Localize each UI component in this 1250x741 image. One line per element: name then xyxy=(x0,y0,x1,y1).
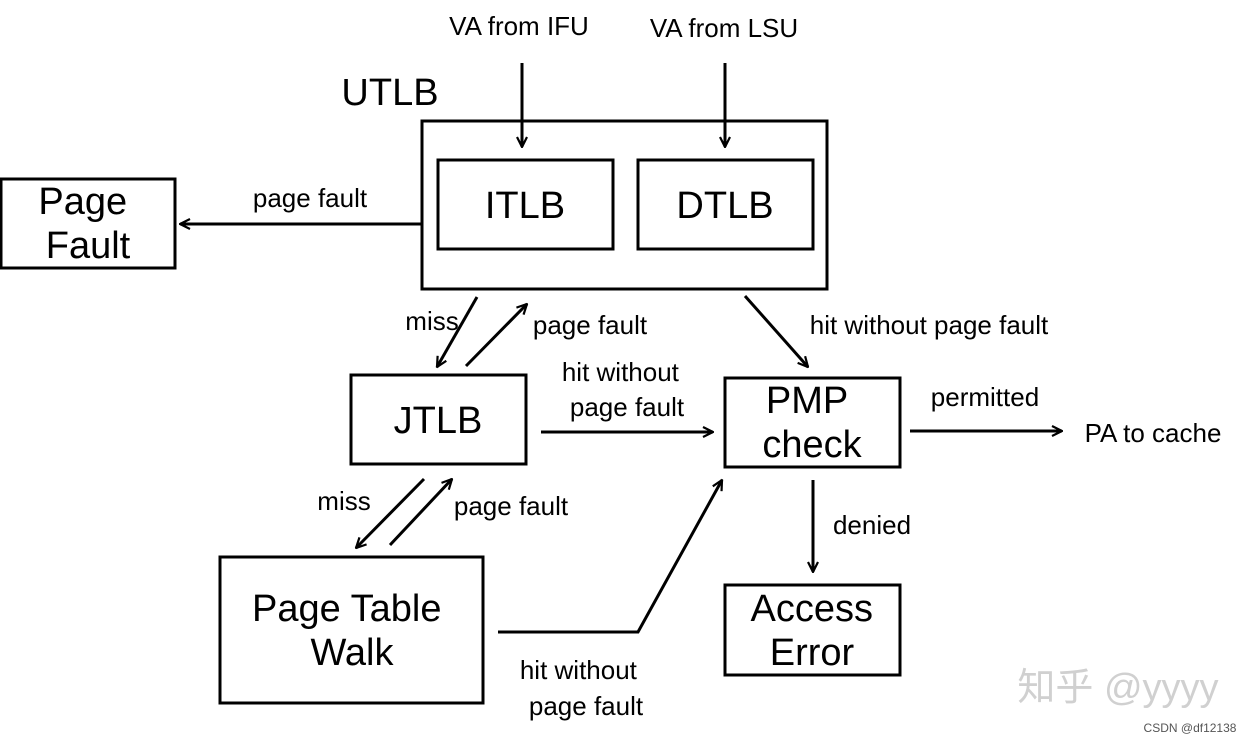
arrow-utlb-hit xyxy=(743,295,808,367)
denied-label: denied xyxy=(833,510,911,540)
utlb-label: UTLB xyxy=(341,72,438,114)
page-fault-line-2: Fault xyxy=(46,225,131,267)
pa-to-cache-label: PA to cache xyxy=(1085,418,1222,448)
access-error-line-2: Error xyxy=(770,632,855,674)
ptw-hit-label: hit without page fault xyxy=(520,655,644,721)
pmp-check-box xyxy=(723,376,902,469)
pmp-check-line-1: PMP xyxy=(766,380,848,422)
page-table-walk-label: Page Table Walk xyxy=(252,588,452,674)
page-fault-box xyxy=(0,177,177,270)
ptw-hit-line-2: page fault xyxy=(529,691,644,721)
pmp-check-line-2: check xyxy=(762,424,862,466)
jtlb-label: JTLB xyxy=(394,400,483,442)
arrow-ptw-hit xyxy=(498,480,724,634)
pmp-check-label: PMP check xyxy=(762,380,862,466)
arrow-utlb-miss xyxy=(435,296,479,367)
page-fault-line-1: Page xyxy=(38,181,127,223)
access-error-label: Access Error xyxy=(750,588,883,674)
jtlb-hit-label: hit without page fault xyxy=(562,357,686,422)
jtlb-box xyxy=(349,373,528,466)
itlb-box xyxy=(436,158,615,251)
jtlb-hit-line-1: hit without xyxy=(562,357,680,387)
utlb-page-fault-label: page fault xyxy=(253,183,368,213)
ptw-hit-line-1: hit without xyxy=(520,655,638,685)
arrow-jtlb-miss xyxy=(356,477,426,548)
watermark: 知乎 @yyyy xyxy=(1017,667,1218,709)
page-table-walk-box xyxy=(218,555,485,705)
dtlb-label: DTLB xyxy=(676,185,773,227)
access-error-line-1: Access xyxy=(750,588,872,630)
utlb-miss-label: miss xyxy=(405,306,458,336)
itlb-label: ITLB xyxy=(485,185,565,227)
va-from-lsu-label: VA from LSU xyxy=(650,13,798,43)
jtlb-hit-line-2: page fault xyxy=(570,392,685,422)
dtlb-box xyxy=(636,158,815,251)
access-error-box xyxy=(723,583,902,677)
va-from-ifu-label: VA from IFU xyxy=(449,11,589,41)
page-fault-label: Page Fault xyxy=(38,181,137,267)
permitted-label: permitted xyxy=(931,382,1039,412)
ptw-page-fault-label: page fault xyxy=(454,491,569,521)
arrow-ptw-page-fault xyxy=(388,479,452,547)
utlb-hit-label: hit without page fault xyxy=(810,310,1049,340)
jtlb-miss-label: miss xyxy=(317,486,370,516)
arrow-jtlb-page-fault xyxy=(464,304,527,368)
jtlb-page-fault-label: page fault xyxy=(533,310,648,340)
page-table-walk-line-1: Page Table xyxy=(252,588,441,630)
page-table-walk-line-2: Walk xyxy=(310,632,394,674)
credit-text: CSDN @df12138 xyxy=(1144,721,1237,735)
